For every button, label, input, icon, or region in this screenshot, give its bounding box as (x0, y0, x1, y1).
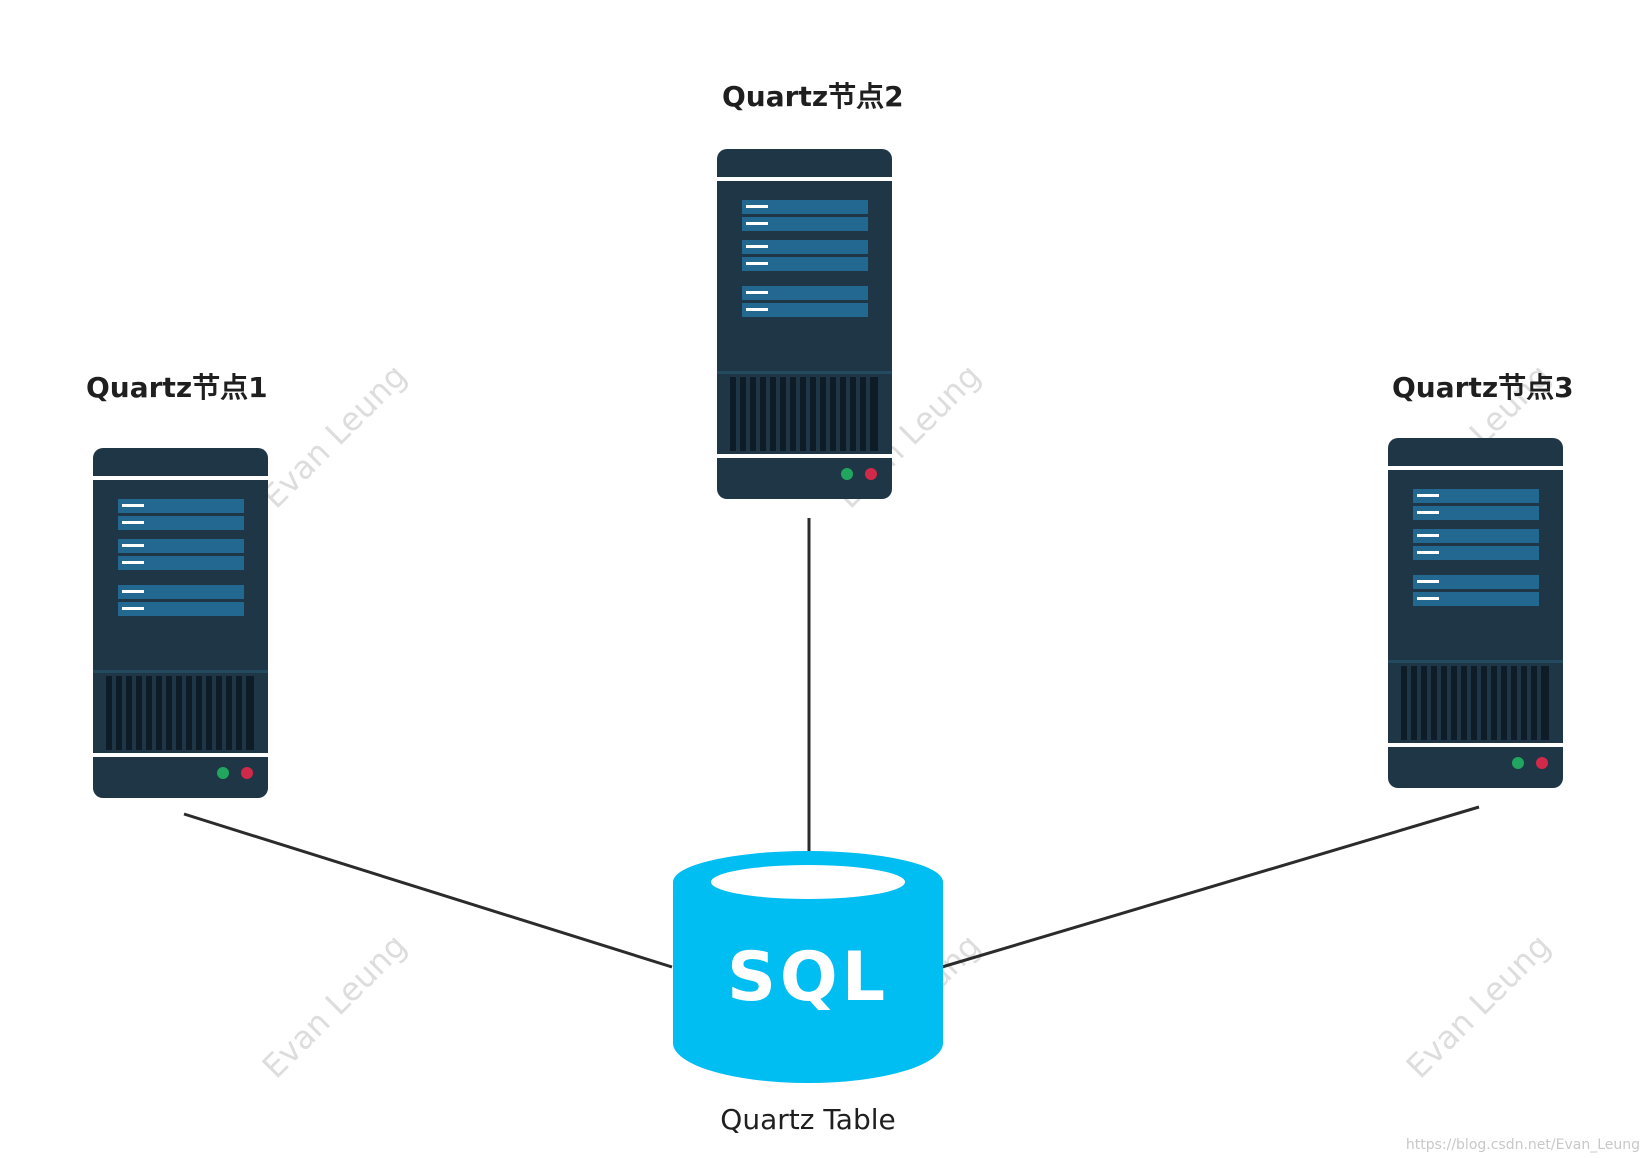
node-label: Quartz节点2 (722, 80, 904, 113)
database-icon: SQL (673, 851, 943, 1083)
quartz-node-2: Quartz节点2 (717, 80, 904, 499)
connector-node1-db (183, 812, 673, 969)
quartz-node-1: Quartz节点1 (86, 371, 268, 798)
connector-node3-db (941, 805, 1480, 969)
quartz-node-3: Quartz节点3 (1388, 371, 1574, 788)
server-icon (1388, 438, 1563, 788)
node-label: Quartz节点3 (1392, 371, 1574, 404)
server-icon (93, 448, 268, 798)
sql-database: SQL Quartz Table (673, 851, 943, 1136)
source-url: https://blog.csdn.net/Evan_Leung (1406, 1137, 1640, 1153)
sql-icon-text: SQL (727, 938, 889, 1017)
server-icon (717, 149, 892, 499)
watermark-text: Evan Leung (255, 357, 414, 516)
database-label: Quartz Table (720, 1103, 895, 1136)
node-label: Quartz节点1 (86, 371, 268, 404)
watermark-text: Evan Leung (1399, 927, 1558, 1086)
watermark-text: Evan Leung (255, 927, 414, 1086)
connectors (183, 518, 1480, 969)
